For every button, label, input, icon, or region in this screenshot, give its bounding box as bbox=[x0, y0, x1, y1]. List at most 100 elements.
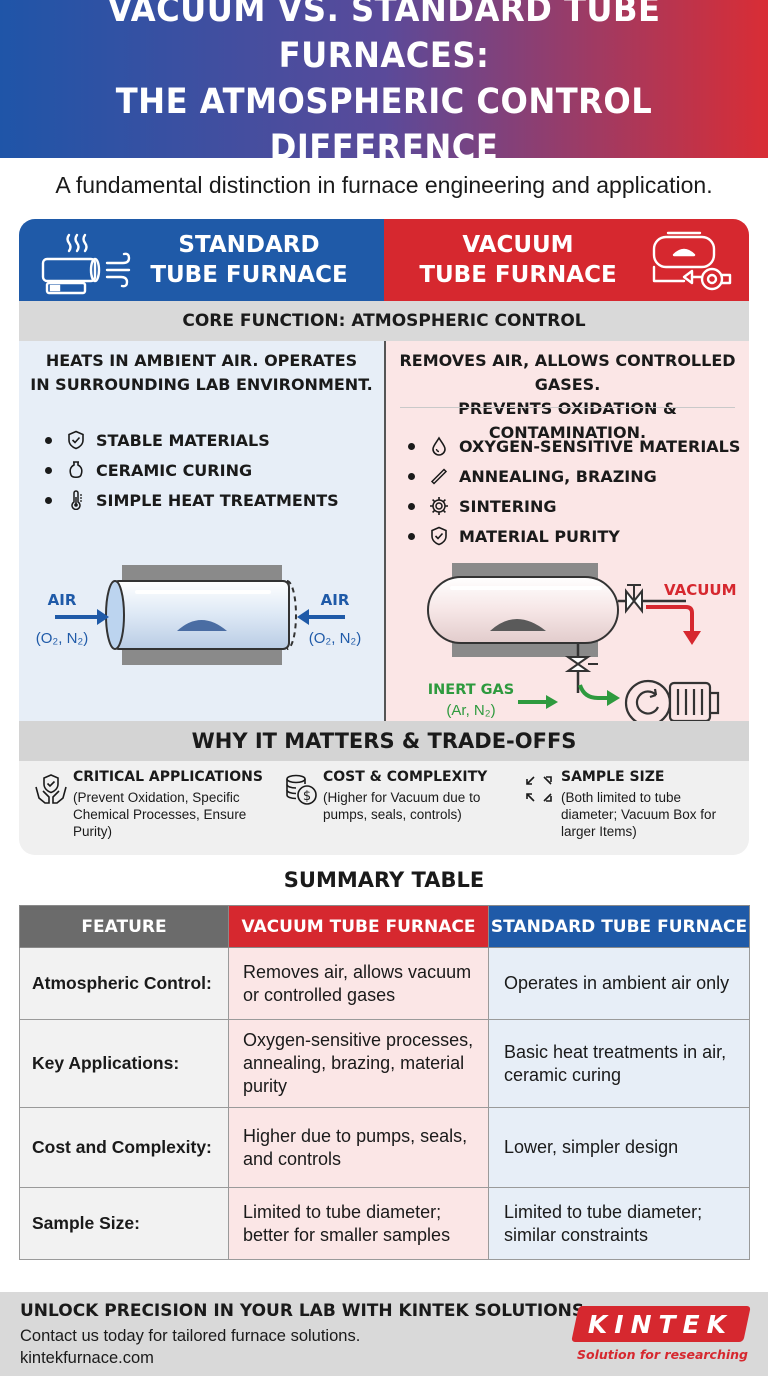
cell-line: purity bbox=[243, 1076, 288, 1096]
cell-line: Lower, simpler design bbox=[504, 1137, 679, 1157]
expand-arrows-icon bbox=[521, 771, 557, 807]
bullet-label: OXYGEN-SENSITIVE MATERIALS bbox=[459, 436, 741, 456]
cell-line: similar constraints bbox=[504, 1224, 649, 1245]
vacuum-panel: REMOVES AIR, ALLOWS CONTROLLED GASES. PR… bbox=[384, 341, 749, 721]
cell-line: Removes air, allows vacuum bbox=[243, 961, 472, 982]
standard-title-line-1: STANDARD bbox=[178, 232, 320, 258]
standard-cell: Operates in ambient air only bbox=[488, 947, 750, 1020]
standard-column-title: STANDARD TUBE FURNACE bbox=[139, 230, 359, 290]
why-item-sample-size: SAMPLE SIZE (Both limited to tube diamet… bbox=[521, 767, 745, 851]
footer-headline: UNLOCK PRECISION IN YOUR LAB WITH KINTEK… bbox=[20, 1301, 591, 1321]
standard-furnace-icon bbox=[41, 233, 131, 295]
why-it-matters-band: WHY IT MATTERS & TRADE-OFFS bbox=[19, 721, 749, 761]
bullet-dot bbox=[408, 442, 415, 450]
cell-line: Oxygen-sensitive processes, bbox=[243, 1030, 474, 1050]
why-line: (Both limited to tube bbox=[561, 790, 682, 805]
vacuum-label: VACUUM bbox=[664, 581, 737, 599]
standard-title-line-2: TUBE FURNACE bbox=[150, 262, 348, 288]
vacuum-title-line-2: TUBE FURNACE bbox=[419, 262, 617, 288]
air-label-left: AIR bbox=[48, 591, 77, 609]
inert-gas-label: INERT GAS bbox=[428, 682, 514, 698]
why-line: larger Items) bbox=[561, 824, 637, 839]
divider bbox=[400, 407, 735, 408]
bullet-dot bbox=[45, 436, 52, 444]
heating-element-top bbox=[122, 565, 282, 583]
cell-line: Basic heat treatments in air, bbox=[504, 1041, 727, 1062]
why-item-description: (Higher for Vacuum due to pumps, seals, … bbox=[323, 789, 480, 823]
vase-icon bbox=[66, 460, 86, 480]
feature-cell: Sample Size: bbox=[19, 1187, 229, 1260]
standard-cell: Basic heat treatments in air, ceramic cu… bbox=[488, 1019, 750, 1108]
sample-mound bbox=[490, 619, 546, 631]
cell-line: and controls bbox=[243, 1148, 342, 1169]
why-item-title: CRITICAL APPLICATIONS bbox=[73, 769, 263, 785]
sample-mound bbox=[177, 620, 227, 631]
cell-line: Limited to tube diameter; bbox=[243, 1201, 442, 1222]
why-item-description: (Both limited to tube diameter; Vacuum B… bbox=[561, 789, 716, 840]
feature-cell: Atmospheric Control: bbox=[19, 947, 229, 1020]
page-title-line-2: THE ATMOSPHERIC CONTROL DIFFERENCE bbox=[115, 82, 653, 168]
why-item-title: SAMPLE SIZE bbox=[561, 769, 665, 785]
bullet-dot bbox=[45, 466, 52, 474]
footer-website-link[interactable]: kintekfurnace.com bbox=[20, 1349, 154, 1367]
inert-gas-sub: (Ar, N₂) bbox=[446, 702, 495, 719]
vacuum-bullet-list: OXYGEN-SENSITIVE MATERIALS ANNEALING, BR… bbox=[408, 431, 740, 551]
standard-cell: Lower, simpler design bbox=[488, 1107, 750, 1188]
gas-to-pump-arrow bbox=[578, 684, 608, 700]
shield-check-icon bbox=[66, 430, 86, 450]
kintek-logo: KINTEK bbox=[571, 1306, 751, 1342]
bullet-dot bbox=[408, 472, 415, 480]
vacuum-furnace-diagram: VACUUM INERT GAS (Ar, N₂) bbox=[427, 563, 737, 721]
vacuum-cell: Higher due to pumps, seals, and controls bbox=[228, 1107, 489, 1188]
page-title-line-1: VACUUM VS. STANDARD TUBE FURNACES: bbox=[107, 0, 661, 76]
gas-valve bbox=[564, 656, 592, 672]
standard-cell: Limited to tube diameter; similar constr… bbox=[488, 1187, 750, 1260]
air-sub-right: (O₂, N₂) bbox=[309, 630, 361, 647]
table-row: Key Applications: Oxygen-sensitive proce… bbox=[19, 1019, 750, 1108]
summary-table-title: SUMMARY TABLE bbox=[283, 868, 485, 892]
standard-description: HEATS IN AMBIENT AIR. OPERATES IN SURROU… bbox=[19, 349, 384, 397]
shield-check-icon bbox=[429, 526, 449, 546]
standard-description-line-2: IN SURROUNDING LAB ENVIRONMENT. bbox=[30, 375, 373, 394]
bullet-label: ANNEALING, BRAZING bbox=[459, 466, 657, 486]
bullet-dot bbox=[408, 532, 415, 540]
summary-table: FEATURE VACUUM TUBE FURNACE STANDARD TUB… bbox=[19, 905, 750, 1260]
gear-icon bbox=[429, 496, 449, 516]
bullet-label: CERAMIC CURING bbox=[96, 460, 253, 480]
svg-text:$: $ bbox=[303, 789, 311, 804]
page-subtitle: A fundamental distinction in furnace eng… bbox=[55, 172, 713, 198]
cell-line: Higher due to pumps, seals, bbox=[243, 1125, 468, 1146]
logo-tagline: Solution for researching bbox=[576, 1347, 748, 1362]
column-header-standard: STANDARD TUBE FURNACE bbox=[488, 905, 750, 948]
footer-contact-text: Contact us today for tailored furnace so… bbox=[20, 1327, 361, 1345]
vacuum-column-title: VACUUM TUBE FURNACE bbox=[408, 230, 628, 290]
vacuum-description-line-2: PREVENTS OXIDATION & CONTAMINATION. bbox=[458, 399, 677, 442]
heating-element-bottom bbox=[122, 647, 282, 665]
why-line: (Prevent Oxidation, Specific bbox=[73, 790, 240, 805]
thermometer-icon bbox=[66, 490, 86, 510]
why-line: diameter; Vacuum Box for bbox=[561, 807, 717, 822]
standard-furnace-diagram: AIR (O₂, N₂) AIR (O₂, N₂) bbox=[36, 565, 361, 665]
why-line: (Higher for Vacuum due to bbox=[323, 790, 481, 805]
page-header: VACUUM VS. STANDARD TUBE FURNACES: THE A… bbox=[0, 0, 768, 168]
table-header-row: FEATURE VACUUM TUBE FURNACE STANDARD TUB… bbox=[19, 905, 750, 948]
vacuum-arrow bbox=[646, 605, 694, 633]
why-item-title: COST & COMPLEXITY bbox=[323, 769, 488, 785]
vacuum-pump bbox=[624, 679, 720, 721]
list-item: SIMPLE HEAT TREATMENTS bbox=[45, 485, 339, 515]
standard-bullet-list: STABLE MATERIALS CERAMIC CURING SIMPLE H… bbox=[45, 425, 339, 515]
vacuum-cell: Oxygen-sensitive processes, annealing, b… bbox=[228, 1019, 489, 1108]
cell-line: Operates in ambient air only bbox=[504, 973, 730, 993]
list-item: OXYGEN-SENSITIVE MATERIALS bbox=[408, 431, 740, 461]
table-row: Atmospheric Control: Removes air, allows… bbox=[19, 947, 750, 1020]
feature-cell: Key Applications: bbox=[19, 1019, 229, 1108]
hands-shield-icon bbox=[33, 771, 69, 807]
cell-line: Limited to tube diameter; bbox=[504, 1201, 703, 1222]
tube-end-right bbox=[286, 580, 297, 650]
logo-text: KINTEK bbox=[588, 1309, 734, 1339]
air-label-right: AIR bbox=[321, 591, 350, 609]
tube-end-left bbox=[105, 580, 125, 650]
table-row: Cost and Complexity: Higher due to pumps… bbox=[19, 1107, 750, 1188]
comparison-card: STANDARD TUBE FURNACE VACUUM TUBE FURNAC… bbox=[19, 219, 749, 855]
vacuum-title-line-1: VACUUM bbox=[462, 232, 574, 258]
